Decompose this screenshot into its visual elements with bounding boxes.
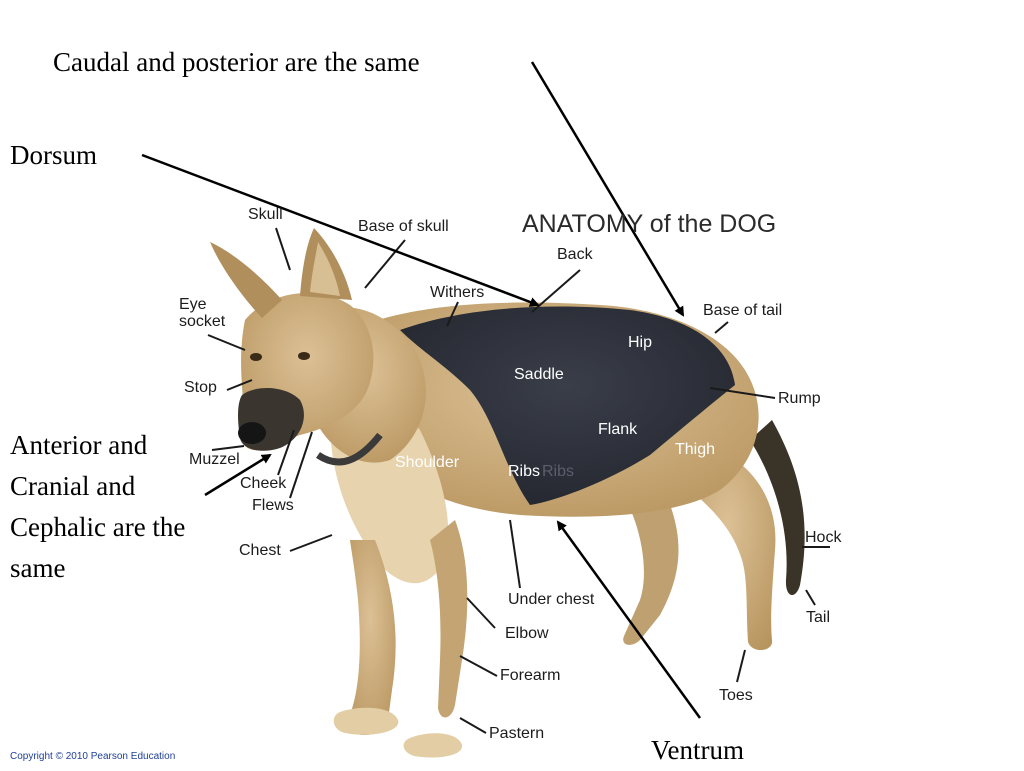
- label-eye-socket-line-2: socket: [179, 312, 226, 330]
- leader-rump: [709, 387, 776, 399]
- dog-front-leg-far: [430, 520, 468, 718]
- dog-eye-right: [298, 352, 310, 360]
- annotation-anterior-line-3: Cephalic are the: [10, 512, 186, 543]
- leader-toes: [736, 649, 746, 683]
- label-withers: Withers: [430, 284, 485, 301]
- dog-front-leg-near: [345, 540, 396, 736]
- label-eye-socket-line-1: Eye: [179, 296, 207, 313]
- label-hip: Hip: [628, 334, 653, 351]
- leader-under-chest: [509, 519, 521, 589]
- annotation-anterior-line-1: Anterior and: [10, 430, 148, 460]
- label-under-chest: Under chest: [508, 591, 595, 608]
- leader-tail: [805, 589, 816, 606]
- label-cheek: Cheek: [240, 475, 287, 492]
- label-muzzel: Muzzel: [189, 451, 240, 468]
- copyright-footer: Copyright © 2010 Pearson Education: [10, 751, 176, 762]
- label-hock: Hock: [805, 529, 842, 546]
- leader-forearm: [459, 655, 498, 677]
- label-chest: Chest: [239, 542, 281, 559]
- leader-muzzel: [211, 445, 245, 451]
- label-stop: Stop: [184, 379, 217, 396]
- label-ribs-shadow: Ribs: [542, 463, 575, 480]
- label-forearm: Forearm: [500, 667, 561, 684]
- annotation-caudal: Caudal and posterior are the same: [53, 47, 420, 77]
- label-skull: Skull: [248, 206, 283, 223]
- leader-base-of-tail: [714, 321, 729, 334]
- annotation-anterior: Anterior and Cranial and Cephalic are th…: [10, 425, 185, 589]
- leader-cheek: [277, 429, 295, 476]
- arrow-anterior: [204, 453, 272, 497]
- label-toes: Toes: [719, 687, 753, 704]
- label-shoulder: Shoulder: [395, 454, 460, 471]
- label-base-of-skull: Base of skull: [358, 218, 449, 235]
- leader-base-of-skull: [364, 239, 406, 289]
- label-thigh: Thigh: [675, 441, 716, 458]
- annotation-dorsum: Dorsum: [10, 140, 97, 170]
- leader-chest: [289, 534, 333, 552]
- dog-nose: [238, 422, 266, 444]
- annotation-anterior-line-4: same: [10, 553, 66, 584]
- label-saddle: Saddle: [514, 366, 564, 383]
- dog-eye-left: [250, 353, 262, 361]
- figure-title: ANATOMY of the DOG: [522, 210, 777, 238]
- arrow-caudal: [530, 61, 685, 317]
- dog-ear-right-inner: [310, 242, 340, 296]
- label-eye-socket: Eye socket: [179, 296, 226, 331]
- dog-collar: [316, 432, 383, 466]
- leader-withers: [446, 301, 459, 327]
- label-pastern: Pastern: [489, 725, 545, 742]
- leader-elbow: [466, 597, 496, 629]
- label-base-of-tail: Base of tail: [703, 302, 783, 319]
- dog-paw-near: [333, 707, 399, 735]
- leader-stop: [226, 379, 253, 391]
- dog-paw-far: [403, 733, 463, 758]
- leader-eye-socket: [207, 334, 246, 351]
- leader-pastern: [459, 717, 487, 734]
- label-elbow: Elbow: [505, 625, 549, 642]
- dog-saddle-marking: [400, 306, 735, 505]
- dog-ear-left: [210, 242, 282, 318]
- arrow-ventrum: [556, 520, 702, 719]
- annotation-anterior-line-2: Cranial and: [10, 471, 136, 502]
- dog-tail: [750, 420, 805, 596]
- leader-flews: [289, 431, 313, 499]
- label-tail: Tail: [806, 609, 831, 626]
- label-ribs: Ribs: [508, 463, 541, 480]
- annotation-ventrum: Ventrum: [651, 735, 744, 765]
- label-flank: Flank: [598, 421, 638, 438]
- leader-back: [531, 269, 581, 313]
- label-flews: Flews: [252, 497, 294, 514]
- label-back: Back: [557, 246, 593, 263]
- leader-skull: [275, 227, 291, 271]
- label-rump: Rump: [778, 390, 821, 407]
- arrow-dorsum: [141, 153, 540, 307]
